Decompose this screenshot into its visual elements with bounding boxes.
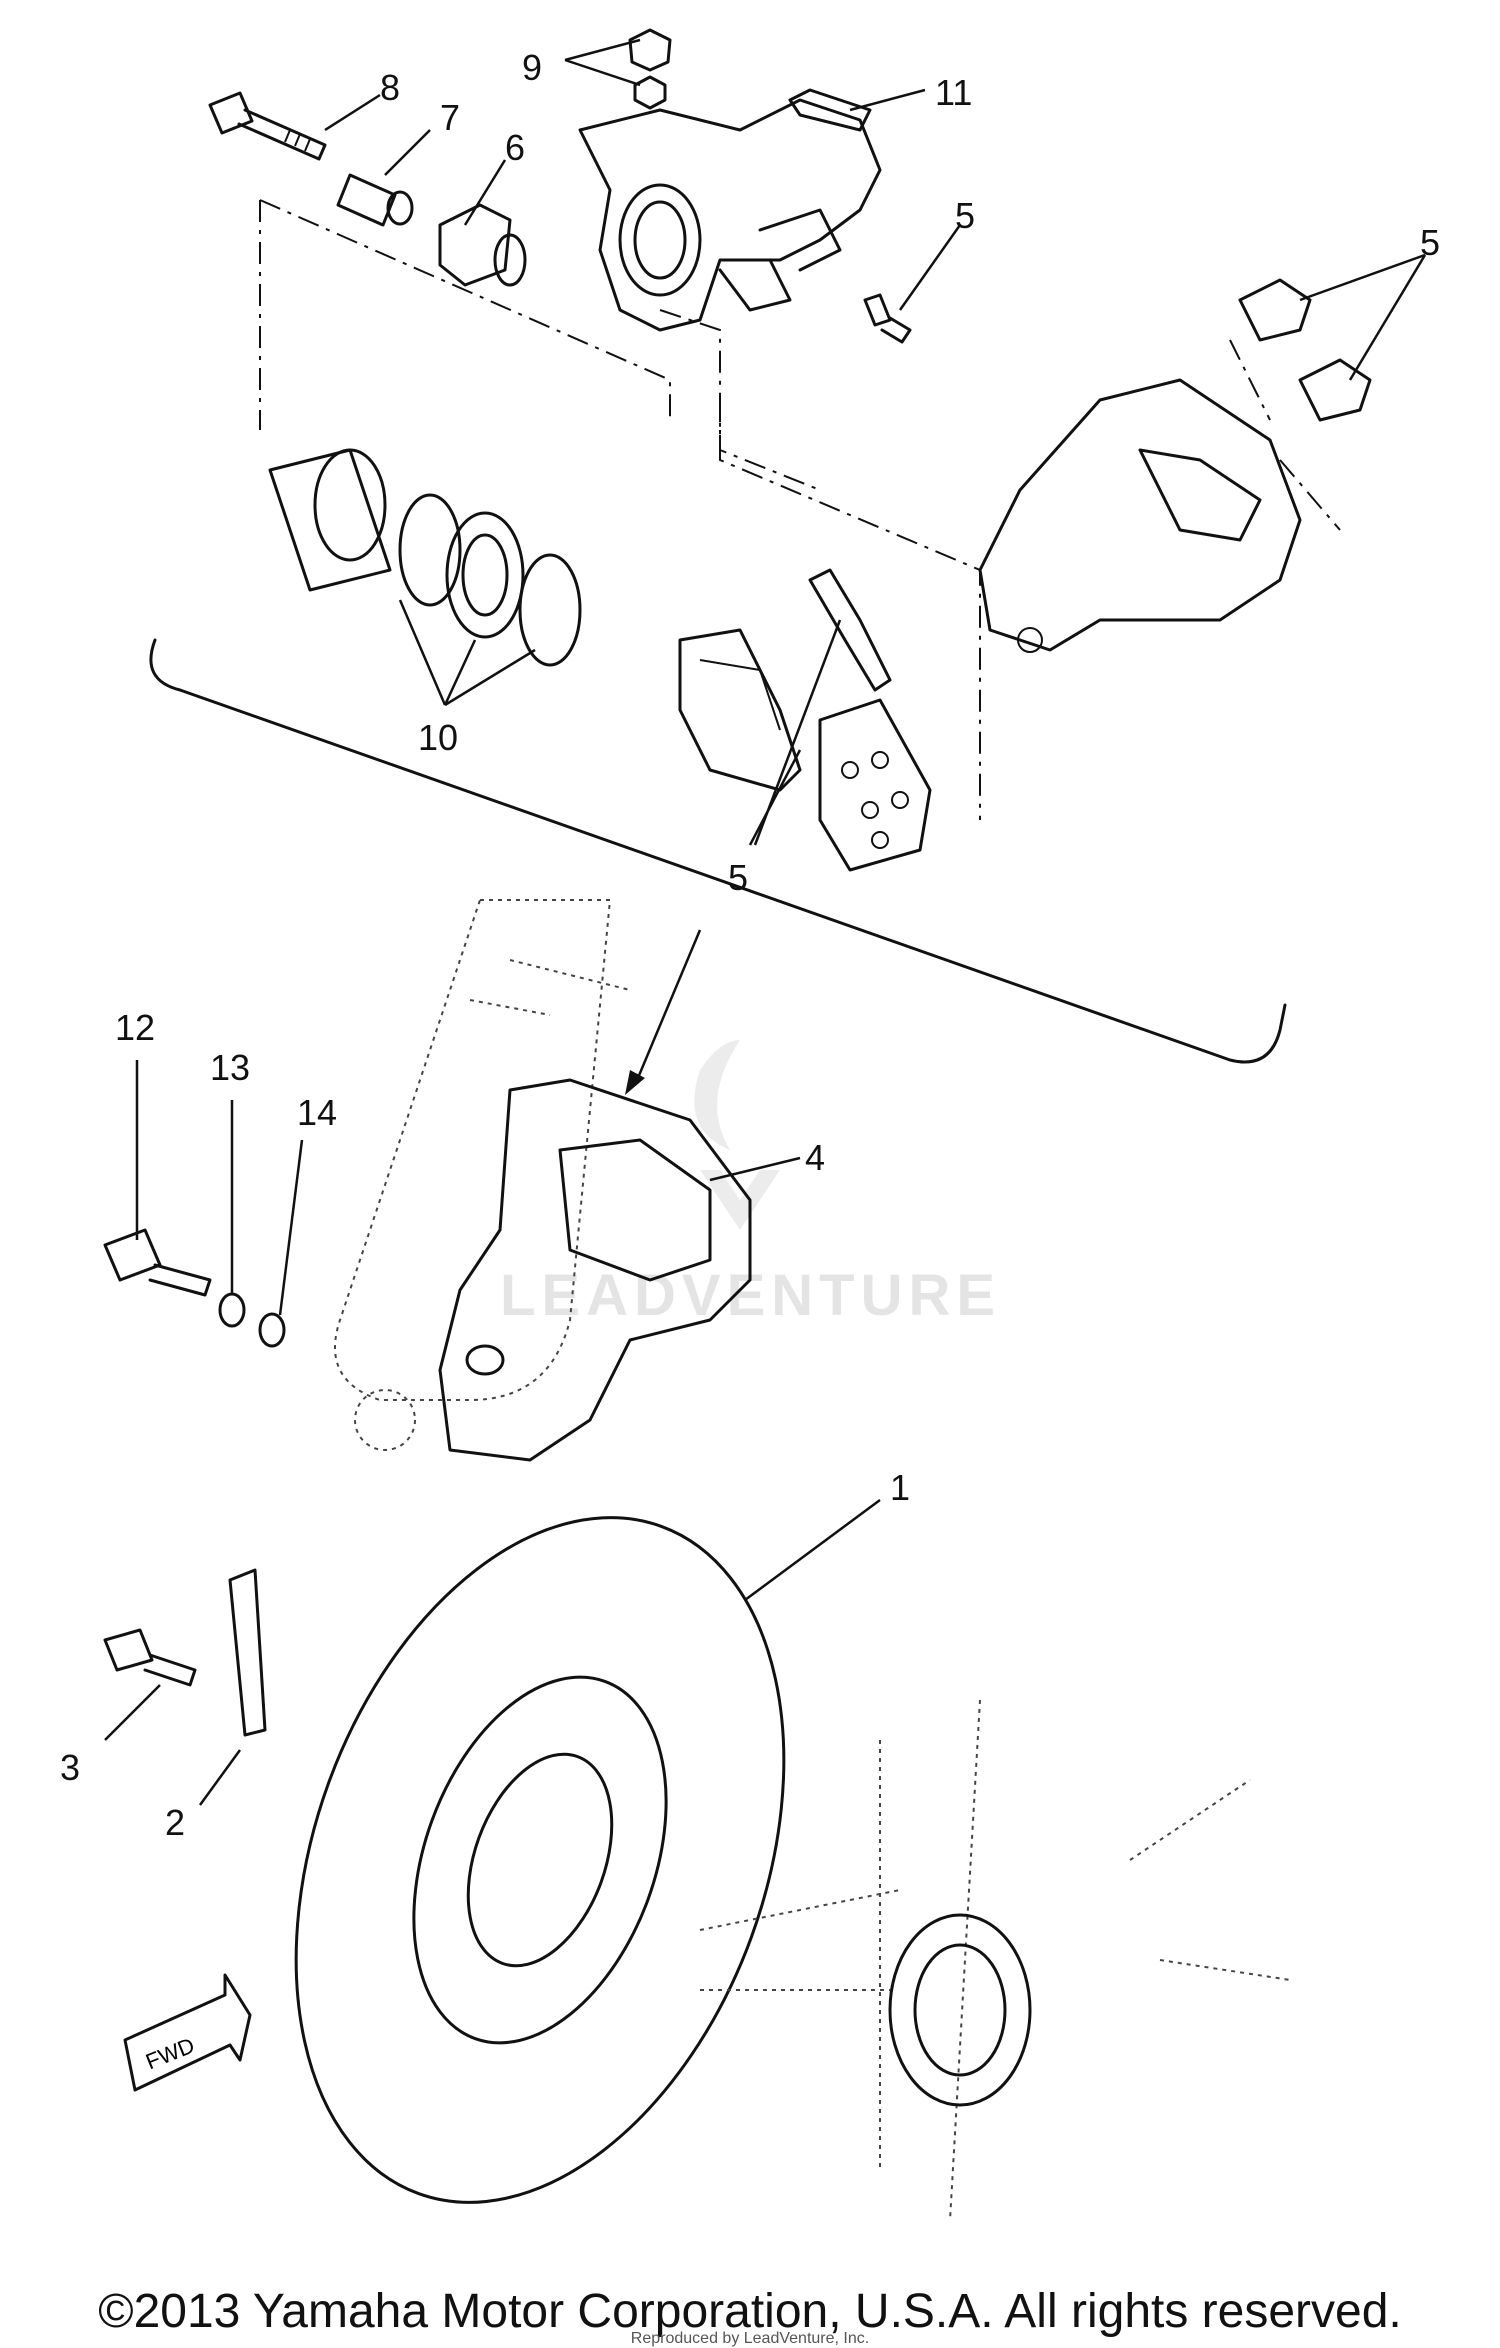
leader-5c2 — [753, 619, 842, 846]
callout-13: 13 — [210, 1047, 250, 1088]
callout-5c: 5 — [728, 857, 748, 898]
leader-7 — [384, 129, 431, 176]
assembly-line-d — [659, 309, 821, 491]
fwd-arrow-icon: FWD — [123, 1973, 252, 2092]
leader-10a — [398, 599, 447, 706]
caliper-assembly-4 — [438, 1078, 752, 1462]
pad-spring-11 — [788, 88, 872, 132]
brake-disc-1 — [294, 1516, 786, 2204]
callout-2: 2 — [165, 1802, 185, 1843]
leader-pointer-4 — [633, 929, 702, 1086]
assembly-line-c — [719, 400, 981, 820]
callout-6: 6 — [505, 127, 525, 168]
callout-14: 14 — [297, 1092, 337, 1133]
bolt-8 — [208, 91, 327, 161]
bolt-12 — [103, 1228, 212, 1297]
leader-3 — [104, 1684, 161, 1741]
leader-9b — [564, 58, 641, 87]
callout-7: 7 — [440, 97, 460, 138]
reproduction-notice: Reproduced by LeadVenture, Inc. — [630, 2330, 870, 2347]
copyright-notice: ©2013 Yamaha Motor Corporation, U.S.A. A… — [98, 2285, 1402, 2338]
fwd-label: FWD — [142, 2032, 198, 2074]
sleeve-7 — [336, 173, 414, 227]
leader-5c1 — [748, 749, 802, 846]
callout-5a: 5 — [955, 195, 975, 236]
leader-10b — [443, 639, 477, 706]
callout-11: 11 — [935, 72, 972, 113]
watermark-text: LEADVENTURE — [500, 1263, 1001, 1328]
callout-4: 4 — [805, 1137, 825, 1178]
callout-8: 8 — [380, 67, 400, 108]
callout-12: 12 — [115, 1007, 155, 1048]
wheel-hub — [699, 1699, 1291, 2221]
leader-8 — [324, 93, 381, 132]
leader-6 — [463, 159, 507, 226]
washer-14 — [258, 1312, 286, 1348]
leader-9a — [564, 38, 641, 62]
leader-10c — [444, 648, 536, 707]
leader-11 — [849, 88, 926, 112]
leader-5b2 — [1348, 254, 1427, 381]
leader-5b1 — [1299, 253, 1426, 302]
piston-10 — [268, 448, 582, 667]
brake-pads-5 — [678, 568, 932, 872]
callout-3: 3 — [60, 1747, 80, 1788]
callout-10: 10 — [418, 717, 458, 758]
leader-14 — [278, 1139, 304, 1316]
caliper-body-upper — [578, 98, 882, 332]
lock-plate-2 — [228, 1568, 267, 1737]
callout-5b: 5 — [1420, 222, 1440, 263]
boot-6 — [438, 203, 527, 287]
watermark: LEADVENTURE — [500, 1040, 1001, 1328]
washer-13 — [218, 1292, 246, 1328]
leader-1 — [744, 1498, 881, 1602]
assembly-line-a — [259, 199, 671, 420]
callout-9: 9 — [522, 47, 542, 88]
callout-1: 1 — [890, 1467, 910, 1508]
pointer-arrowhead — [625, 1070, 645, 1095]
leader-5a — [898, 224, 962, 311]
caliper-body-right — [978, 278, 1372, 653]
leader-2 — [198, 1749, 242, 1806]
leader-4 — [709, 1156, 801, 1182]
screw-5 — [863, 293, 912, 344]
bleeder-9 — [628, 28, 672, 110]
bolt-3 — [103, 1628, 197, 1687]
fork-leg — [334, 899, 631, 1451]
group-bracket — [149, 638, 1287, 1064]
